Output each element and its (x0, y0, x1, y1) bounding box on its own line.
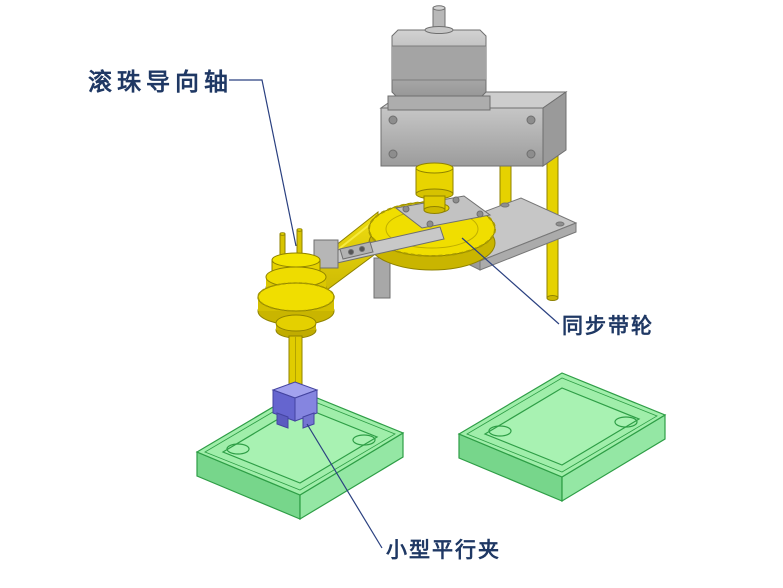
belt-clamp (373, 257, 391, 299)
leader-parallel-gripper (306, 423, 383, 549)
arm-bolt (359, 246, 365, 252)
arm-bolt (348, 249, 354, 255)
tray-left-handle-left (226, 443, 250, 455)
pulley-small-teeth (257, 282, 335, 312)
parallel-gripper (271, 381, 319, 429)
gripper-jaw-left (276, 412, 289, 429)
tray-right-handle-right (614, 416, 638, 428)
stepper-motor (387, 5, 491, 111)
gearbox-bolt (526, 115, 536, 125)
gearbox-bolt (526, 149, 536, 159)
tray-left-rim-edge (204, 395, 396, 491)
tray-left (195, 390, 405, 521)
mounting-plate-side-right (479, 222, 577, 271)
tray-right-floor (483, 387, 641, 466)
pulley-plate-bolt (426, 220, 434, 228)
gearbox-bolt (388, 149, 398, 159)
plate-bolt (555, 221, 565, 227)
motor-coupling (415, 162, 454, 214)
motor-boss (424, 26, 454, 34)
gearbox-bolt (388, 115, 398, 125)
gripper-right-face (294, 389, 318, 422)
label-parallel-gripper: 小型平行夹 (386, 538, 501, 562)
tray-left-handle-right (352, 434, 376, 446)
leader-ball-guide-shaft (229, 79, 297, 247)
column-front-foot (546, 295, 559, 301)
label-timing-belt-pulley: 同步带轮 (562, 314, 654, 338)
tray-right (457, 372, 667, 503)
motor-lamination (392, 46, 486, 80)
tray-right-handle-left (488, 425, 512, 437)
label-ball-guide-shaft: 滚珠导向轴 (88, 68, 233, 96)
pulley-small-hub (275, 314, 317, 332)
leader-timing-pulley (461, 237, 560, 325)
pulley-plate-bolt (476, 210, 484, 218)
pulley-plate-bolt (452, 196, 460, 204)
plate-bolt (500, 202, 510, 208)
pulley-plate-bolt (402, 205, 410, 213)
motor-shaft-top (432, 5, 446, 11)
gearbox-front-face (380, 107, 544, 167)
motor-flange (387, 95, 491, 111)
tray-left-floor (221, 405, 379, 484)
timing-pulley-small (257, 252, 335, 339)
tray-right-rim-edge (466, 377, 658, 473)
leader-lines (229, 79, 560, 549)
gearbox (379, 91, 568, 167)
arm-tensioner (339, 241, 374, 260)
gripper-jaw-right (302, 412, 315, 429)
